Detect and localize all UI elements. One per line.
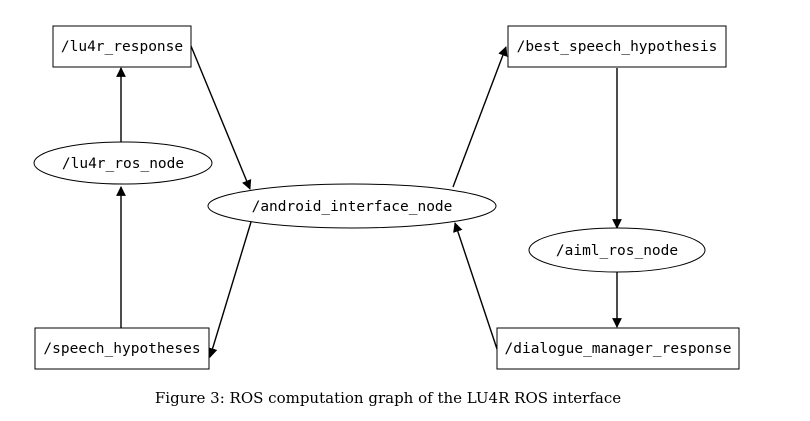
node-aiml-ros-node-label: /aiml_ros_node xyxy=(556,243,678,259)
topic-speech-hypotheses-label: /speech_hypotheses xyxy=(43,341,200,357)
topic-speech-hypotheses: /speech_hypotheses xyxy=(34,327,210,370)
node-lu4r-ros-node: /lu4r_ros_node xyxy=(33,141,213,185)
topic-dialogue-manager-response: /dialogue_manager_response xyxy=(496,327,740,370)
node-aiml-ros-node: /aiml_ros_node xyxy=(528,227,706,273)
topic-dialogue-manager-response-label: /dialogue_manager_response xyxy=(505,341,732,357)
node-lu4r-ros-node-label: /lu4r_ros_node xyxy=(62,156,184,172)
topic-lu4r-response-label: /lu4r_response xyxy=(61,39,183,55)
topic-best-speech-hypothesis: /best_speech_hypothesis xyxy=(507,25,727,68)
node-android-interface-node-label: /android_interface_node xyxy=(252,199,453,215)
node-android-interface-node: /android_interface_node xyxy=(207,183,497,229)
edge-dialogue-manager-response-to-android-interface-node xyxy=(453,222,498,350)
edge-android-interface-node-to-speech-hypotheses xyxy=(207,221,252,358)
topic-lu4r-response: /lu4r_response xyxy=(52,25,192,68)
topic-best-speech-hypothesis-label: /best_speech_hypothesis xyxy=(517,39,718,55)
edge-lu4r-response-to-android-interface-node xyxy=(190,45,252,190)
figure-caption: Figure 3: ROS computation graph of the L… xyxy=(154,389,622,407)
edge-android-interface-node-to-best-speech-hypothesis xyxy=(452,46,508,188)
